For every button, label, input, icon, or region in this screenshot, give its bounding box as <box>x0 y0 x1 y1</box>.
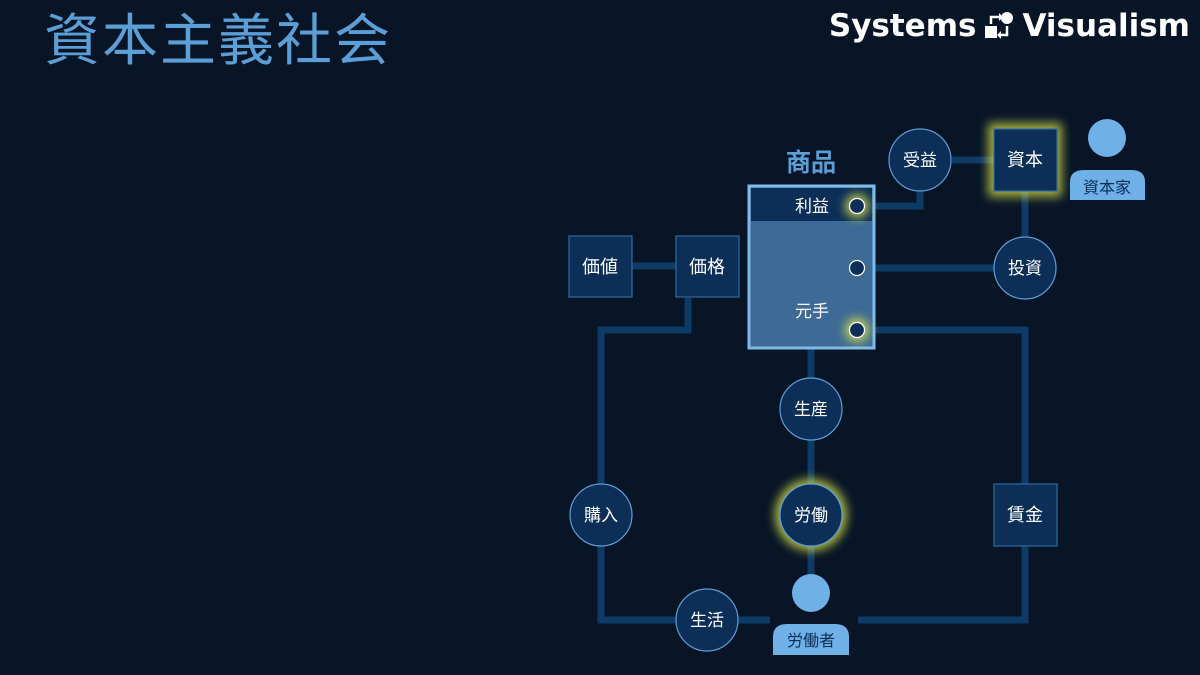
connector-price-purchase-living <box>597 298 770 624</box>
flow-living[interactable]: 生活 <box>675 588 739 652</box>
brand-name-left: Systems <box>828 8 977 44</box>
stock-price-label: 価格 <box>689 257 725 278</box>
flow-labor-label: 労働 <box>794 506 828 526</box>
brand-logo: Systems Visualism <box>829 6 1190 46</box>
principal-label: 元手 <box>795 302 829 322</box>
flow-purchase[interactable]: 購入 <box>569 483 633 547</box>
flow-investment-label: 投資 <box>1008 259 1042 279</box>
flow-return[interactable]: 受益 <box>888 128 952 192</box>
brand-name-right: Visualism <box>1022 8 1190 44</box>
flow-production[interactable]: 生産 <box>779 377 843 441</box>
flow-production-label: 生産 <box>794 400 828 420</box>
stock-wage[interactable]: 賃金 <box>993 483 1058 547</box>
stock-value-label: 価値 <box>582 257 618 278</box>
actor-worker[interactable]: 労働者 <box>773 574 849 655</box>
principal-port[interactable] <box>848 321 866 339</box>
flow-investment[interactable]: 投資 <box>993 236 1057 300</box>
actor-capitalist[interactable]: 資本家 <box>1070 119 1145 200</box>
stock-capital-label: 資本 <box>1007 150 1043 171</box>
stock-capital[interactable]: 資本 <box>988 123 1062 197</box>
flow-labor[interactable]: 労働 <box>775 479 847 551</box>
page-title: 資本主義社会 <box>44 9 392 74</box>
stock-value[interactable]: 価値 <box>568 235 633 298</box>
stock-price[interactable]: 価格 <box>675 235 740 298</box>
flow-living-label: 生活 <box>690 611 724 631</box>
capitalist-badge <box>1070 170 1145 200</box>
flow-return-label: 受益 <box>903 151 937 171</box>
worker-person-icon <box>792 574 830 612</box>
capitalist-person-icon <box>1088 119 1126 157</box>
investment-port[interactable] <box>848 259 866 277</box>
loop-arrows-icon <box>985 12 1014 39</box>
worker-badge <box>773 624 849 655</box>
profit-label: 利益 <box>795 197 829 217</box>
connector-principal-wage-worker <box>857 326 1029 624</box>
capitalist-label: 資本家 <box>1083 178 1131 197</box>
flow-purchase-label: 購入 <box>584 506 618 526</box>
worker-label: 労働者 <box>787 631 835 650</box>
profit-port[interactable] <box>848 197 866 215</box>
commodity-title: 商品 <box>786 148 836 177</box>
stock-wage-label: 賃金 <box>1007 505 1043 526</box>
